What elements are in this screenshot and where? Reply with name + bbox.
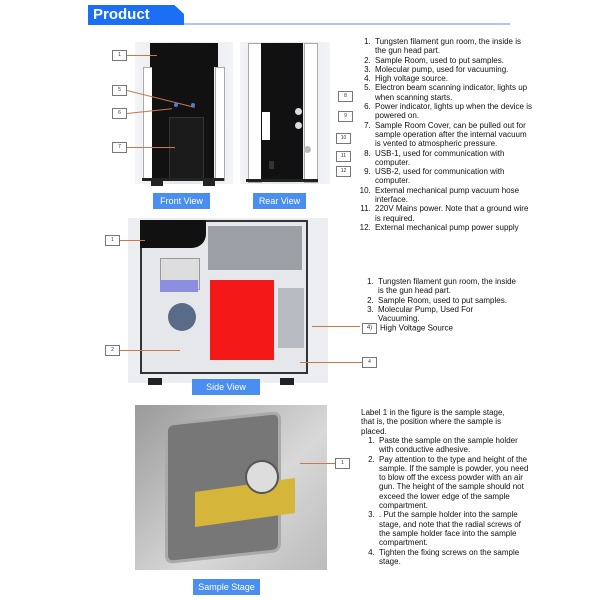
sample-stage-intro: Label 1 in the figure is the sample stag…: [361, 408, 505, 436]
title-underline: [184, 23, 510, 25]
arrow: [120, 350, 180, 351]
sample-stage-steps: Paste the sample on the sample holder wi…: [361, 436, 529, 566]
rear-view-image: [240, 42, 330, 184]
section-title: Product Details: [88, 5, 184, 25]
arrow: [300, 362, 362, 363]
list-item: Tighten the fixing screws on the sample …: [377, 548, 529, 567]
arrow: [127, 147, 175, 148]
list-item: Sample Room Cover, can be pulled out for…: [373, 121, 533, 149]
list-item: Paste the sample on the sample holder wi…: [377, 436, 529, 455]
rear-label-10: 10: [336, 133, 351, 144]
list-item: Molecular pump, used for vacuuming.: [373, 65, 533, 74]
list-text: High Voltage Source: [380, 324, 453, 334]
list-item: External mechanical pump vacuum hose int…: [373, 186, 533, 205]
rear-label-11: 11: [336, 151, 351, 162]
list-item: 220V Mains power. Note that a ground wir…: [373, 204, 533, 223]
arrow: [312, 326, 360, 327]
front-label-5: 5: [112, 85, 127, 96]
rear-label-8: 8: [338, 91, 353, 102]
list-item: Tungsten filament gun room, the inside i…: [373, 37, 533, 56]
front-label-6: 6: [112, 108, 127, 119]
rear-view-caption: Rear View: [253, 193, 306, 209]
list-item: USB-2, used for communication with compu…: [373, 167, 533, 186]
marker: 4): [362, 323, 377, 335]
rear-label-12: 12: [336, 166, 351, 177]
sample-stage-image: [135, 405, 327, 570]
components-list: Tungsten filament gun room, the inside i…: [357, 37, 533, 232]
list-item: High voltage source.: [373, 74, 533, 83]
list-item: 4)High Voltage Source: [360, 323, 516, 335]
front-label-1: 1: [112, 50, 127, 61]
side-label-4: 4: [362, 357, 377, 368]
arrow: [120, 240, 145, 241]
list-item: External mechanical pump power supply: [373, 223, 533, 232]
arrow: [300, 463, 335, 464]
front-label-7: 7: [112, 142, 127, 153]
list-item: Tungsten filament gun room, the inside i…: [376, 277, 516, 296]
side-view-image: [128, 218, 328, 385]
list-item: Pay attention to the type and height of …: [377, 455, 529, 511]
front-view-caption: Front View: [153, 193, 210, 209]
list-item: Sample Room, used to put samples.: [376, 296, 516, 305]
list-item: Electron beam scanning indicator, lights…: [373, 83, 533, 102]
front-view-image: [135, 42, 233, 186]
rear-label-9: 9: [338, 111, 353, 122]
list-item: . Put the sample holder into the sample …: [377, 510, 529, 547]
list-item: Sample Room, used to put samples.: [373, 56, 533, 65]
list-item: Molecular Pump, Used For Vacuuming.: [376, 305, 516, 324]
side-components-list: Tungsten filament gun room, the inside i…: [360, 277, 516, 335]
list-item: Power indicator, lights up when the devi…: [373, 102, 533, 121]
side-label-2: 2: [105, 345, 120, 356]
list-item: USB-1, used for communication with compu…: [373, 149, 533, 168]
sample-stage-caption: Sample Stage: [193, 579, 260, 595]
stage-label-1: 1: [335, 458, 350, 469]
side-view-caption: Side View: [192, 379, 260, 395]
side-label-1: 1: [105, 235, 120, 246]
arrow: [127, 55, 157, 56]
